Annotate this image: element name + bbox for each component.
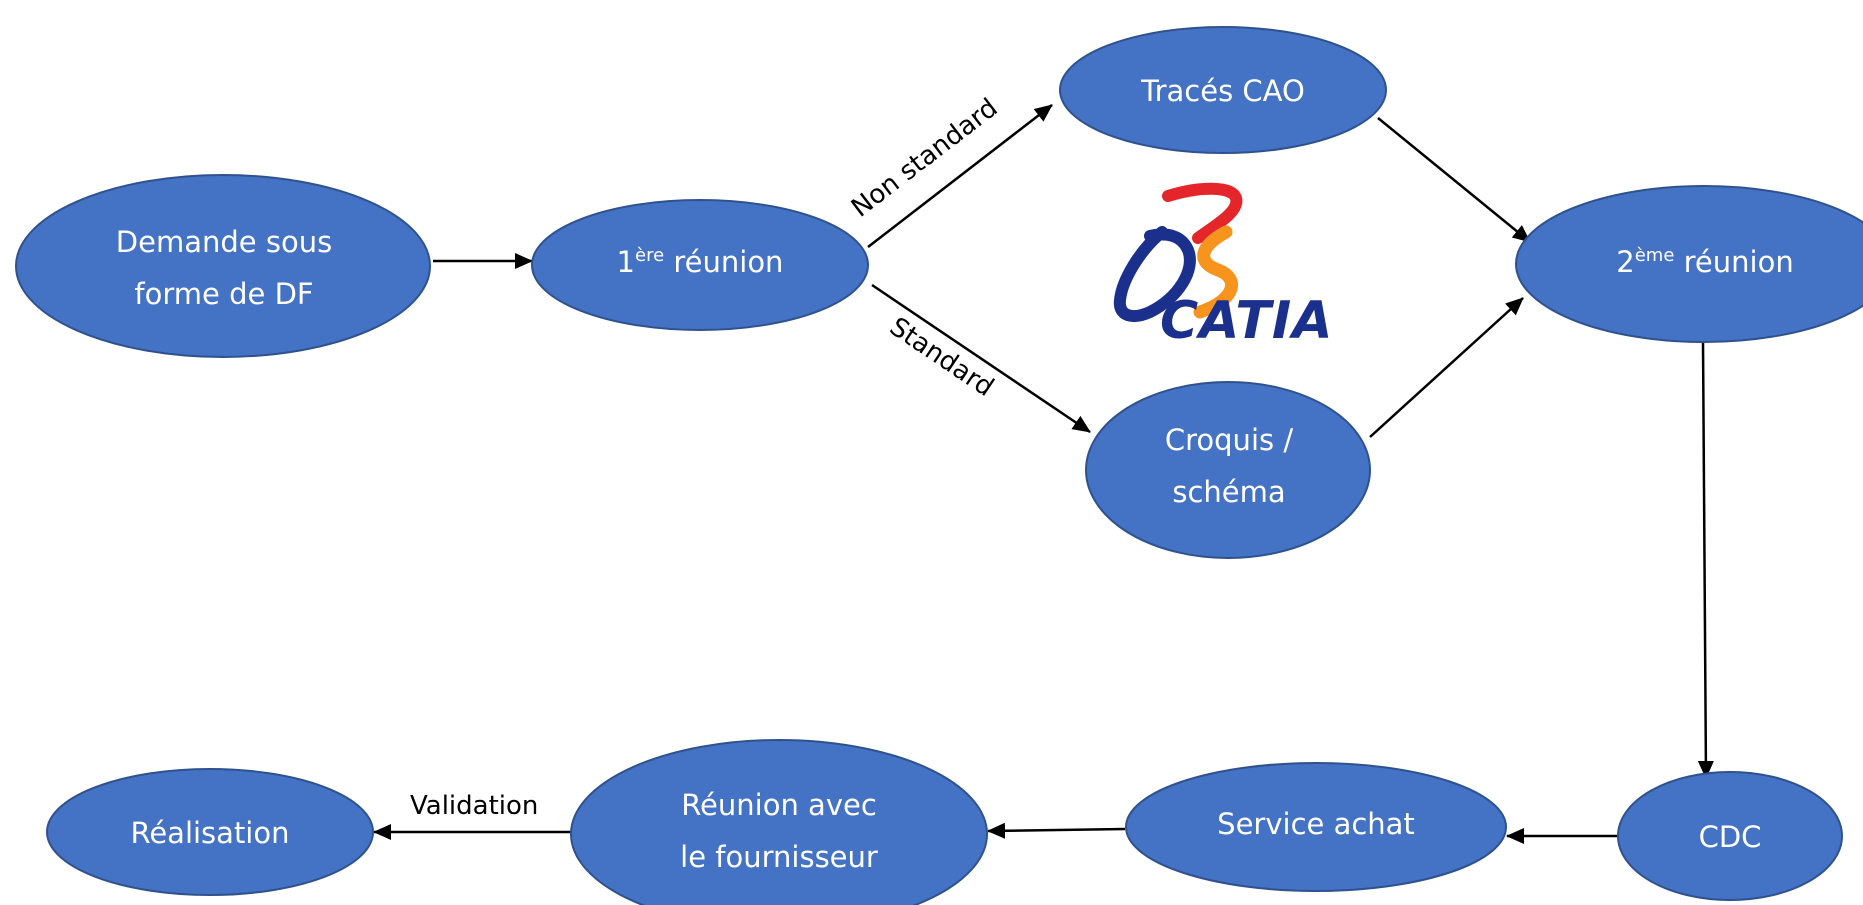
node-reunion1: 1ère réunion [531,199,869,331]
logo-s-bottom-shape [1193,225,1238,319]
node-demande-line2: forme de DF [134,277,313,311]
node-reunion2-label: 2ème réunion [1616,245,1793,279]
node-fournisseur: Réunion avec le fournisseur [570,739,988,905]
node-demande: Demande sous forme de DF [15,174,431,358]
node-croquis-line2: schéma [1172,475,1285,509]
catia-logo: CATIA [1113,182,1334,351]
node-croquis: Croquis / schéma [1085,381,1371,559]
node-reunion1-label: 1ère réunion [617,245,784,279]
node-achat-label: Service achat [1217,807,1415,841]
edge-achat-to-fournisseur [987,822,1126,839]
node-service-achat: Service achat [1125,762,1507,892]
edge-traces-to-reunion2 [1377,117,1531,243]
node-traces-label: Tracés CAO [1140,74,1305,108]
node-fournisseur-line1: Réunion avec [681,788,877,822]
node-realisation-label: Réalisation [130,816,289,850]
node-traces-cao: Tracés CAO [1059,26,1387,154]
edge-reunion1-to-traces [867,104,1053,248]
logo-d-shape [1113,226,1196,322]
edge-reunion1-to-croquis [871,283,1091,434]
node-cdc-label: CDC [1699,820,1762,854]
node-demande-line1: Demande sous [116,225,332,259]
edge-reunion2-to-cdc [1697,341,1714,779]
node-reunion2: 2ème réunion [1515,185,1863,343]
logo-catia-text: CATIA [1160,291,1334,351]
node-croquis-line1: Croquis / [1165,423,1293,457]
edge-croquis-to-reunion2 [1369,297,1524,438]
logo-s-top-shape [1162,182,1243,244]
node-realisation: Réalisation [46,768,374,896]
node-fournisseur-line2: le fournisseur [680,840,878,874]
edge-label-validation: Validation [410,791,538,821]
edge-label-standard: Standard [884,312,999,403]
node-cdc: CDC [1617,771,1843,901]
